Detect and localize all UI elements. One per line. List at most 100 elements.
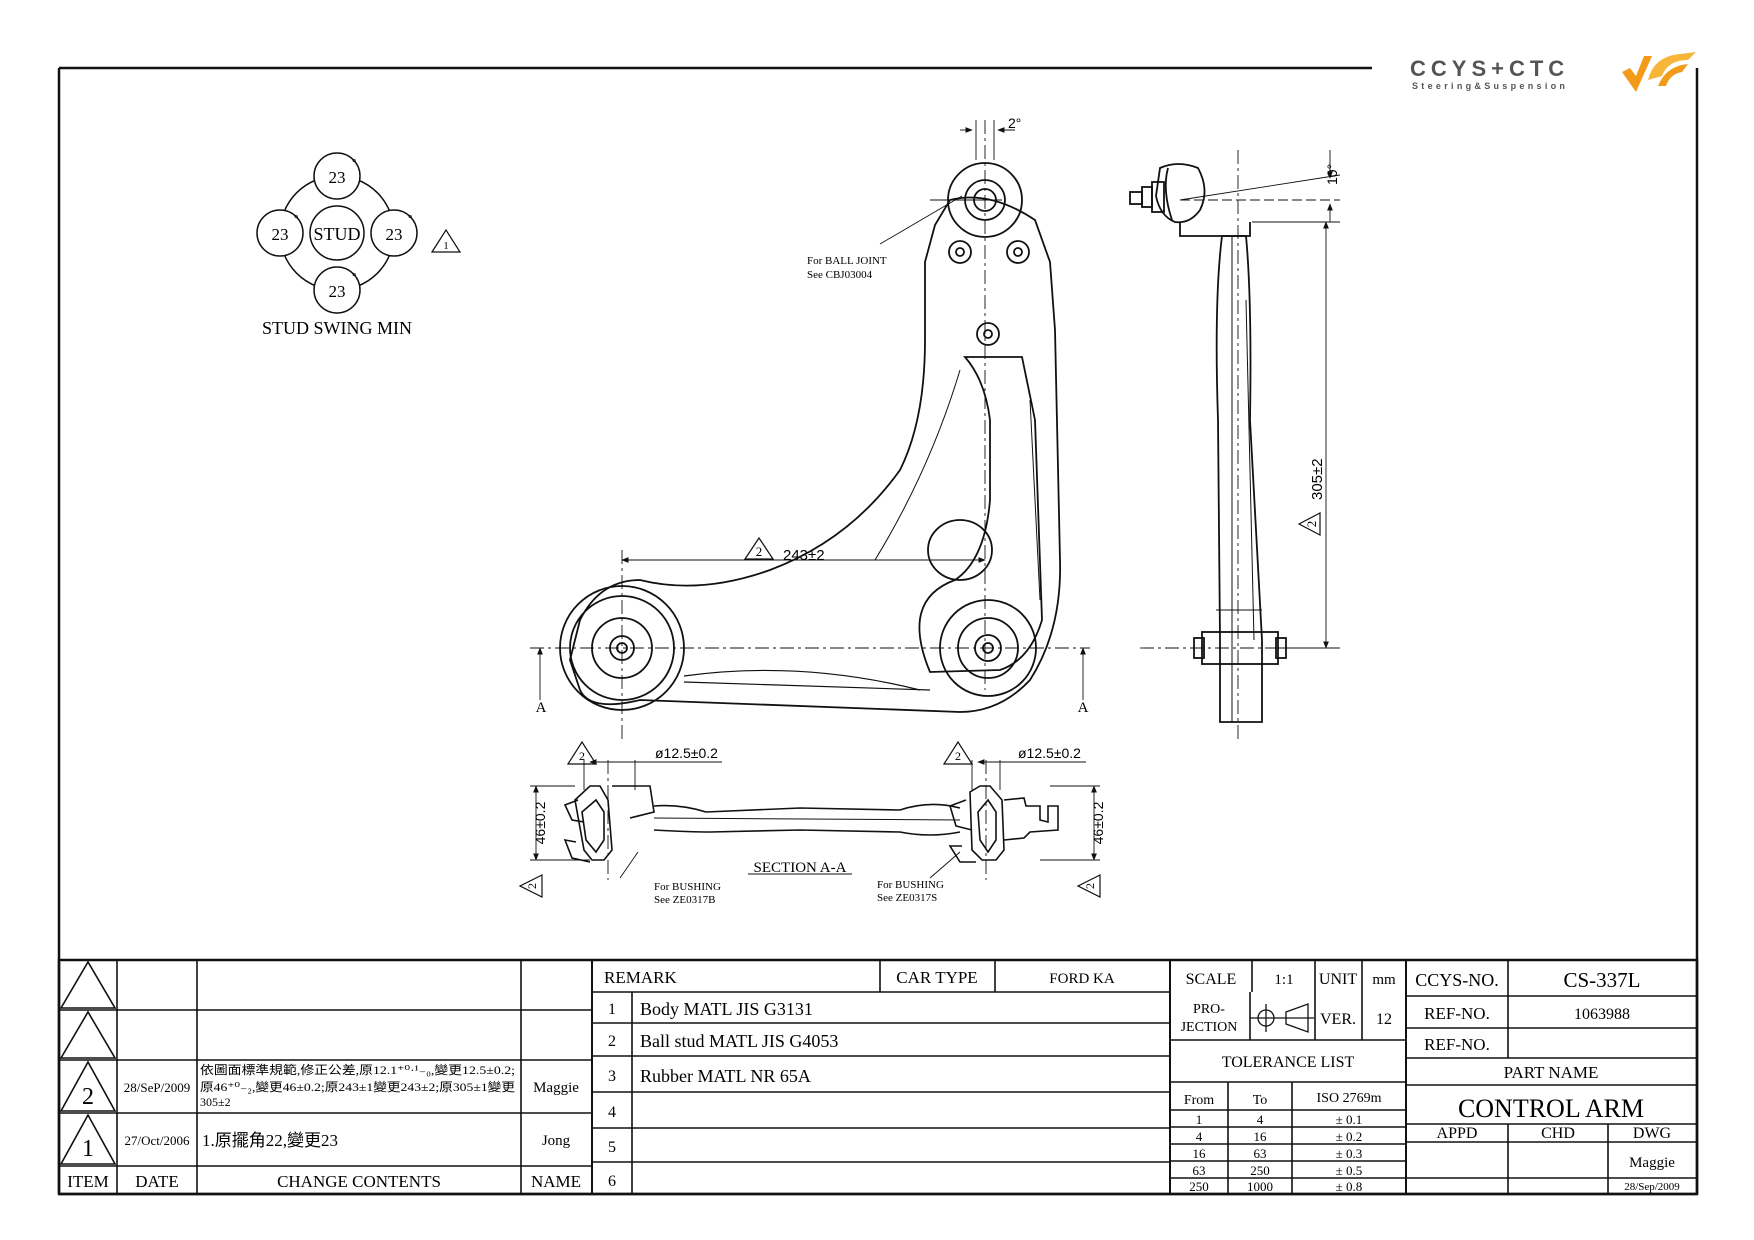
stud-swing-left: 23 [272,225,289,244]
tolerance-title: TOLERANCE LIST [1222,1054,1355,1071]
side-angle-dim: 10° [1324,164,1340,185]
ccys-no-value: CS-337L [1563,968,1640,992]
remark-no-3: 3 [608,1068,616,1085]
rev-row-1-name: Jong [542,1133,571,1149]
stud-swing-title: STUD SWING MIN [262,318,412,338]
remark-no-1: 1 [608,1001,616,1018]
ref-no-label-2: REF-NO. [1424,1035,1490,1054]
sheet-border [57,66,1699,1196]
rev-row-1-contents-1: 1.原擺角22,變更23 [202,1131,338,1150]
section-rev-right-height: 2 [1083,883,1097,889]
remark-text-1: Body MATL JIS G3131 [640,999,813,1019]
section-view [563,785,1059,863]
tol-row-1-tol: ± 0.1 [1336,1112,1363,1127]
tol-row-4-tol: ± 0.5 [1336,1163,1363,1178]
width-dim: 243±2 [783,547,825,564]
front-angle-dim: 2° [1008,115,1021,131]
stud-swing-deg-top: ° [352,157,356,169]
remark-no-2: 2 [608,1033,616,1050]
stud-swing-rev-mark: 1 [443,240,449,252]
rev-row-2-date: 28/SeP/2009 [124,1080,190,1095]
unit-label: UNIT [1319,971,1357,988]
tol-row-2-from: 4 [1196,1129,1203,1144]
appd-label: APPD [1437,1125,1478,1142]
tol-row-2-tol: ± 0.2 [1336,1129,1363,1144]
front-view-dimensions [530,120,1090,740]
stud-swing-deg-right: ° [408,213,412,225]
right-bushing-note-1: For BUSHING [877,879,944,891]
side-height-dim: 305±2 [1309,458,1326,500]
scale-label: SCALE [1186,971,1237,988]
projection-label-2: JECTION [1181,1020,1238,1035]
dwg-label: DWG [1633,1125,1672,1142]
rev-date-header: DATE [135,1172,178,1191]
section-mark-right: A [1078,700,1089,716]
stud-swing-deg-left: ° [294,213,298,225]
tol-row-5-from: 250 [1189,1179,1209,1194]
unit-value: mm [1372,972,1396,988]
left-bushing-note-1: For BUSHING [654,881,721,893]
remark-no-6: 6 [608,1173,616,1190]
tol-row-3-from: 16 [1193,1146,1207,1161]
title-block-grid [57,958,1699,1196]
side-view-dimensions [1140,150,1341,740]
section-left-height: 46±0.2 [532,801,548,844]
section-right-height: 46±0.2 [1090,801,1106,844]
left-bushing-note-2: See ZE0317B [654,894,715,906]
rev-row-1-date: 27/Oct/2006 [125,1133,190,1148]
stud-swing-deg-bottom: ° [352,271,356,283]
section-mark-left: A [536,700,547,716]
rev-row-2-contents-2: 原46⁺⁰₋₂,變更46±0.2;原243±1變更243±2;原305±1變更 [200,1079,515,1094]
tol-row-3-tol: ± 0.3 [1336,1146,1363,1161]
section-title: SECTION A-A [754,860,847,876]
tol-to-header: To [1253,1093,1268,1108]
rev-row-2-contents-3: 305±2 [200,1095,231,1109]
ref-no-label-1: REF-NO. [1424,1004,1490,1023]
projection-label-1: PRO- [1193,1002,1225,1017]
side-view-control-arm [1129,163,1287,723]
section-right-dia: ø12.5±0.2 [1018,745,1081,761]
remark-text-2: Ball stud MATL JIS G4053 [640,1031,838,1051]
logo-tagline: Steering&Suspension [1412,81,1569,91]
tol-row-5-tol: ± 0.8 [1336,1179,1363,1194]
tol-row-4-to: 250 [1250,1163,1270,1178]
remark-no-5: 5 [608,1139,616,1156]
tol-row-1-from: 1 [1196,1112,1203,1127]
ball-joint-note-1: For BALL JOINT [807,255,887,267]
ver-value: 12 [1376,1011,1392,1028]
tol-row-4-from: 63 [1193,1163,1206,1178]
rev-row-2-contents-1: 依圖面標準規範,修正公差,原12.1⁺⁰·¹₋₀,變更12.5±0.2; [200,1062,515,1077]
part-name-label: PART NAME [1504,1063,1599,1082]
stud-swing-center: STUD [313,224,360,244]
right-bushing-note-2: See ZE0317S [877,892,937,904]
section-rev-right: 2 [955,749,961,763]
section-left-dia: ø12.5±0.2 [655,745,718,761]
section-view-dimensions [518,740,1101,898]
chd-label: CHD [1541,1125,1575,1142]
rev-contents-header: CHANGE CONTENTS [277,1172,441,1191]
stud-swing-diagram [256,152,462,314]
tol-row-1-to: 4 [1257,1112,1264,1127]
rev-row-2-item: 2 [82,1084,94,1110]
tol-row-5-to: 1000 [1247,1179,1273,1194]
remark-header: REMARK [604,968,677,987]
tol-row-3-to: 63 [1254,1146,1267,1161]
projection-symbol-icon [1250,1003,1314,1033]
logo-brand: CCYS+CTC [1410,56,1570,81]
dwg-name: Maggie [1629,1155,1675,1171]
rev-name-header: NAME [531,1172,581,1191]
ver-label: VER. [1320,1011,1356,1028]
tol-from-header: From [1184,1093,1214,1108]
scale-value: 1:1 [1274,972,1293,988]
car-type-label: CAR TYPE [896,968,977,987]
remark-text-3: Rubber MATL NR 65A [640,1066,811,1086]
section-rev-left: 2 [579,749,585,763]
company-logo: CCYS+CTC Steering&Suspension [1410,50,1700,100]
rev-row-2-name: Maggie [533,1080,579,1096]
width-rev: 2 [756,544,763,559]
side-height-rev: 2 [1304,521,1319,528]
rev-item-header: ITEM [67,1172,109,1191]
remark-no-4: 4 [608,1104,616,1121]
